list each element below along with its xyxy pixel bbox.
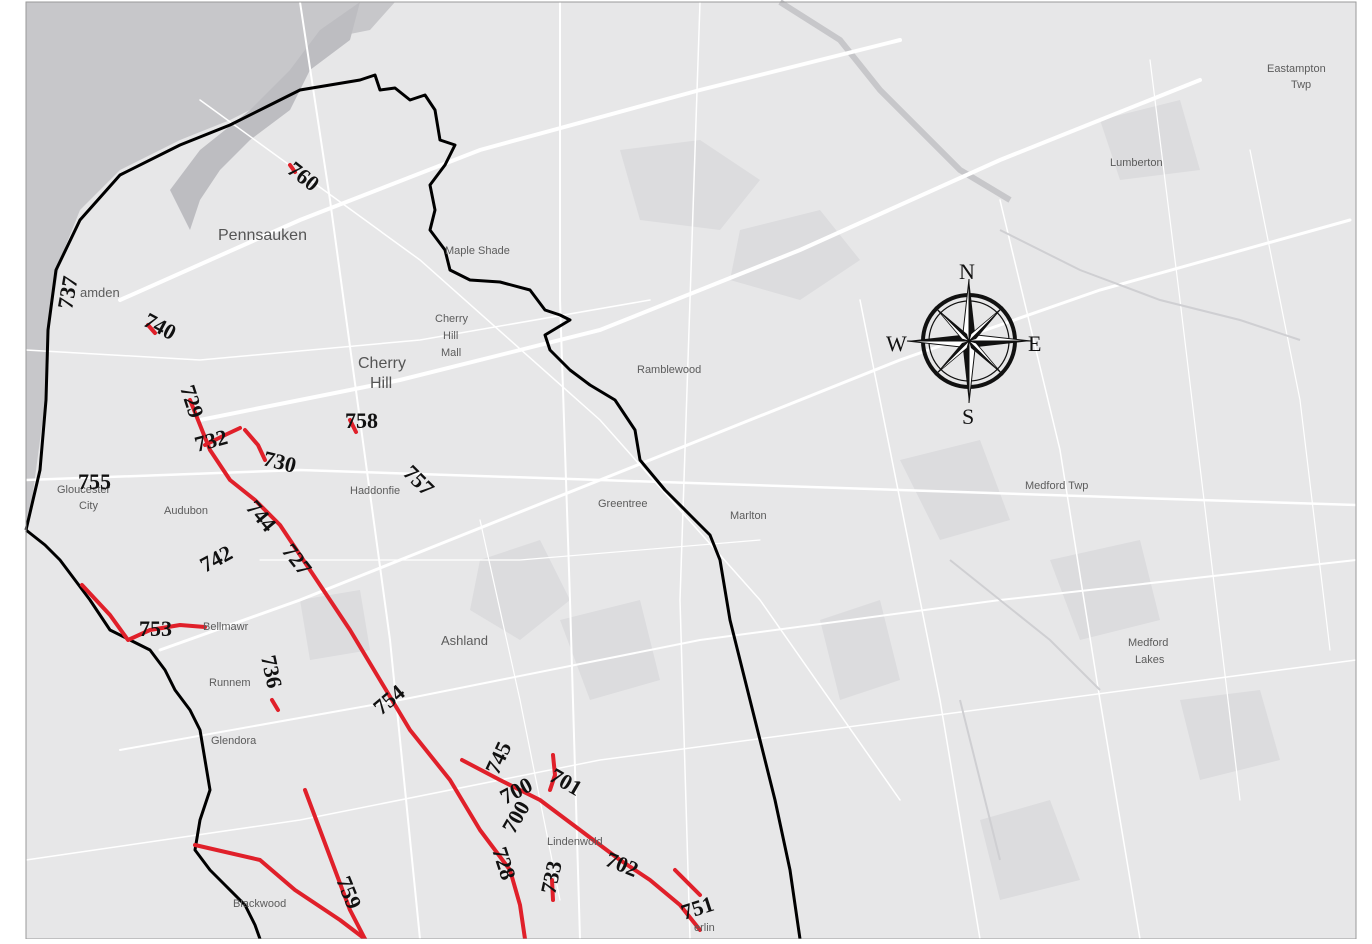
place-greentree: Greentree <box>598 498 648 510</box>
place-cherry-hill-line2: Hill <box>370 375 392 392</box>
place-ramblewood: Ramblewood <box>637 364 701 376</box>
compass-south-label: S <box>962 404 974 429</box>
route-segment-729-727-754 <box>188 398 527 941</box>
route-label-753: 753 <box>139 616 172 641</box>
place-ashland: Ashland <box>441 633 488 648</box>
place-pennsauken: Pennsauken <box>218 227 307 244</box>
place-medford-twp: Medford Twp <box>1025 480 1088 492</box>
place-haddonfield: Haddonfie <box>350 485 400 497</box>
road-network <box>24 1 1358 940</box>
place-camden: amden <box>80 285 120 300</box>
place-cherry-hill-mall-line2: Hill <box>443 330 458 342</box>
route-segment-759 <box>303 788 367 941</box>
place-cherry-hill-line1: Cherry <box>358 355 406 372</box>
route-segment-751 <box>673 868 702 897</box>
route-segment-740 <box>146 323 157 335</box>
place-runnemede: Runnem <box>209 677 251 689</box>
place-eastampton-line2: Twp <box>1291 79 1311 91</box>
place-gloucester-line1: Gloucester <box>57 484 111 496</box>
land-patches <box>300 100 1280 900</box>
place-glendora: Glendora <box>211 735 257 747</box>
place-berlin: erlin <box>694 922 715 934</box>
place-lumberton: Lumberton <box>1110 157 1163 169</box>
place-medford-lakes-line1: Medford <box>1128 637 1168 649</box>
place-lindenwold: Lindenwold <box>547 836 603 848</box>
place-maple-shade: Maple Shade <box>445 245 510 257</box>
place-medford-lakes-line2: Lakes <box>1135 654 1165 666</box>
route-segment-758 <box>348 418 358 434</box>
place-labels: Pennsauken amden Maple Shade Cherry Hill… <box>57 63 1326 934</box>
route-segment-760 <box>288 163 297 174</box>
route-segment-701 <box>548 753 557 792</box>
place-marlton: Marlton <box>730 510 767 522</box>
compass-west-label: W <box>886 331 907 356</box>
route-segment-blackwood <box>193 843 367 941</box>
route-label-755: 755 <box>78 469 111 494</box>
route-segments <box>80 163 702 941</box>
place-cherry-hill-mall-line3: Mall <box>441 347 461 359</box>
route-label-737: 737 <box>52 274 82 311</box>
route-label-758: 758 <box>345 408 378 433</box>
place-audubon: Audubon <box>164 505 208 517</box>
county-boundary <box>24 73 802 940</box>
route-segment-753 <box>80 583 207 642</box>
route-segment-730 <box>243 428 267 462</box>
compass-east-label: E <box>1028 331 1041 356</box>
place-blackwood: Blackwood <box>233 898 286 910</box>
route-segment-732 <box>203 426 242 447</box>
place-gloucester-line2: City <box>79 500 98 512</box>
place-bellmawr: Bellmawr <box>203 621 249 633</box>
compass-rose-icon: N S E W <box>886 259 1041 429</box>
route-segment-745-700 <box>460 758 702 932</box>
compass-north-label: N <box>959 259 975 284</box>
place-eastampton-line1: Eastampton <box>1267 63 1326 75</box>
route-segment-736 <box>270 698 280 712</box>
route-segment-733 <box>550 878 555 902</box>
streams <box>949 229 1301 861</box>
place-cherry-hill-mall-line1: Cherry <box>435 313 469 325</box>
